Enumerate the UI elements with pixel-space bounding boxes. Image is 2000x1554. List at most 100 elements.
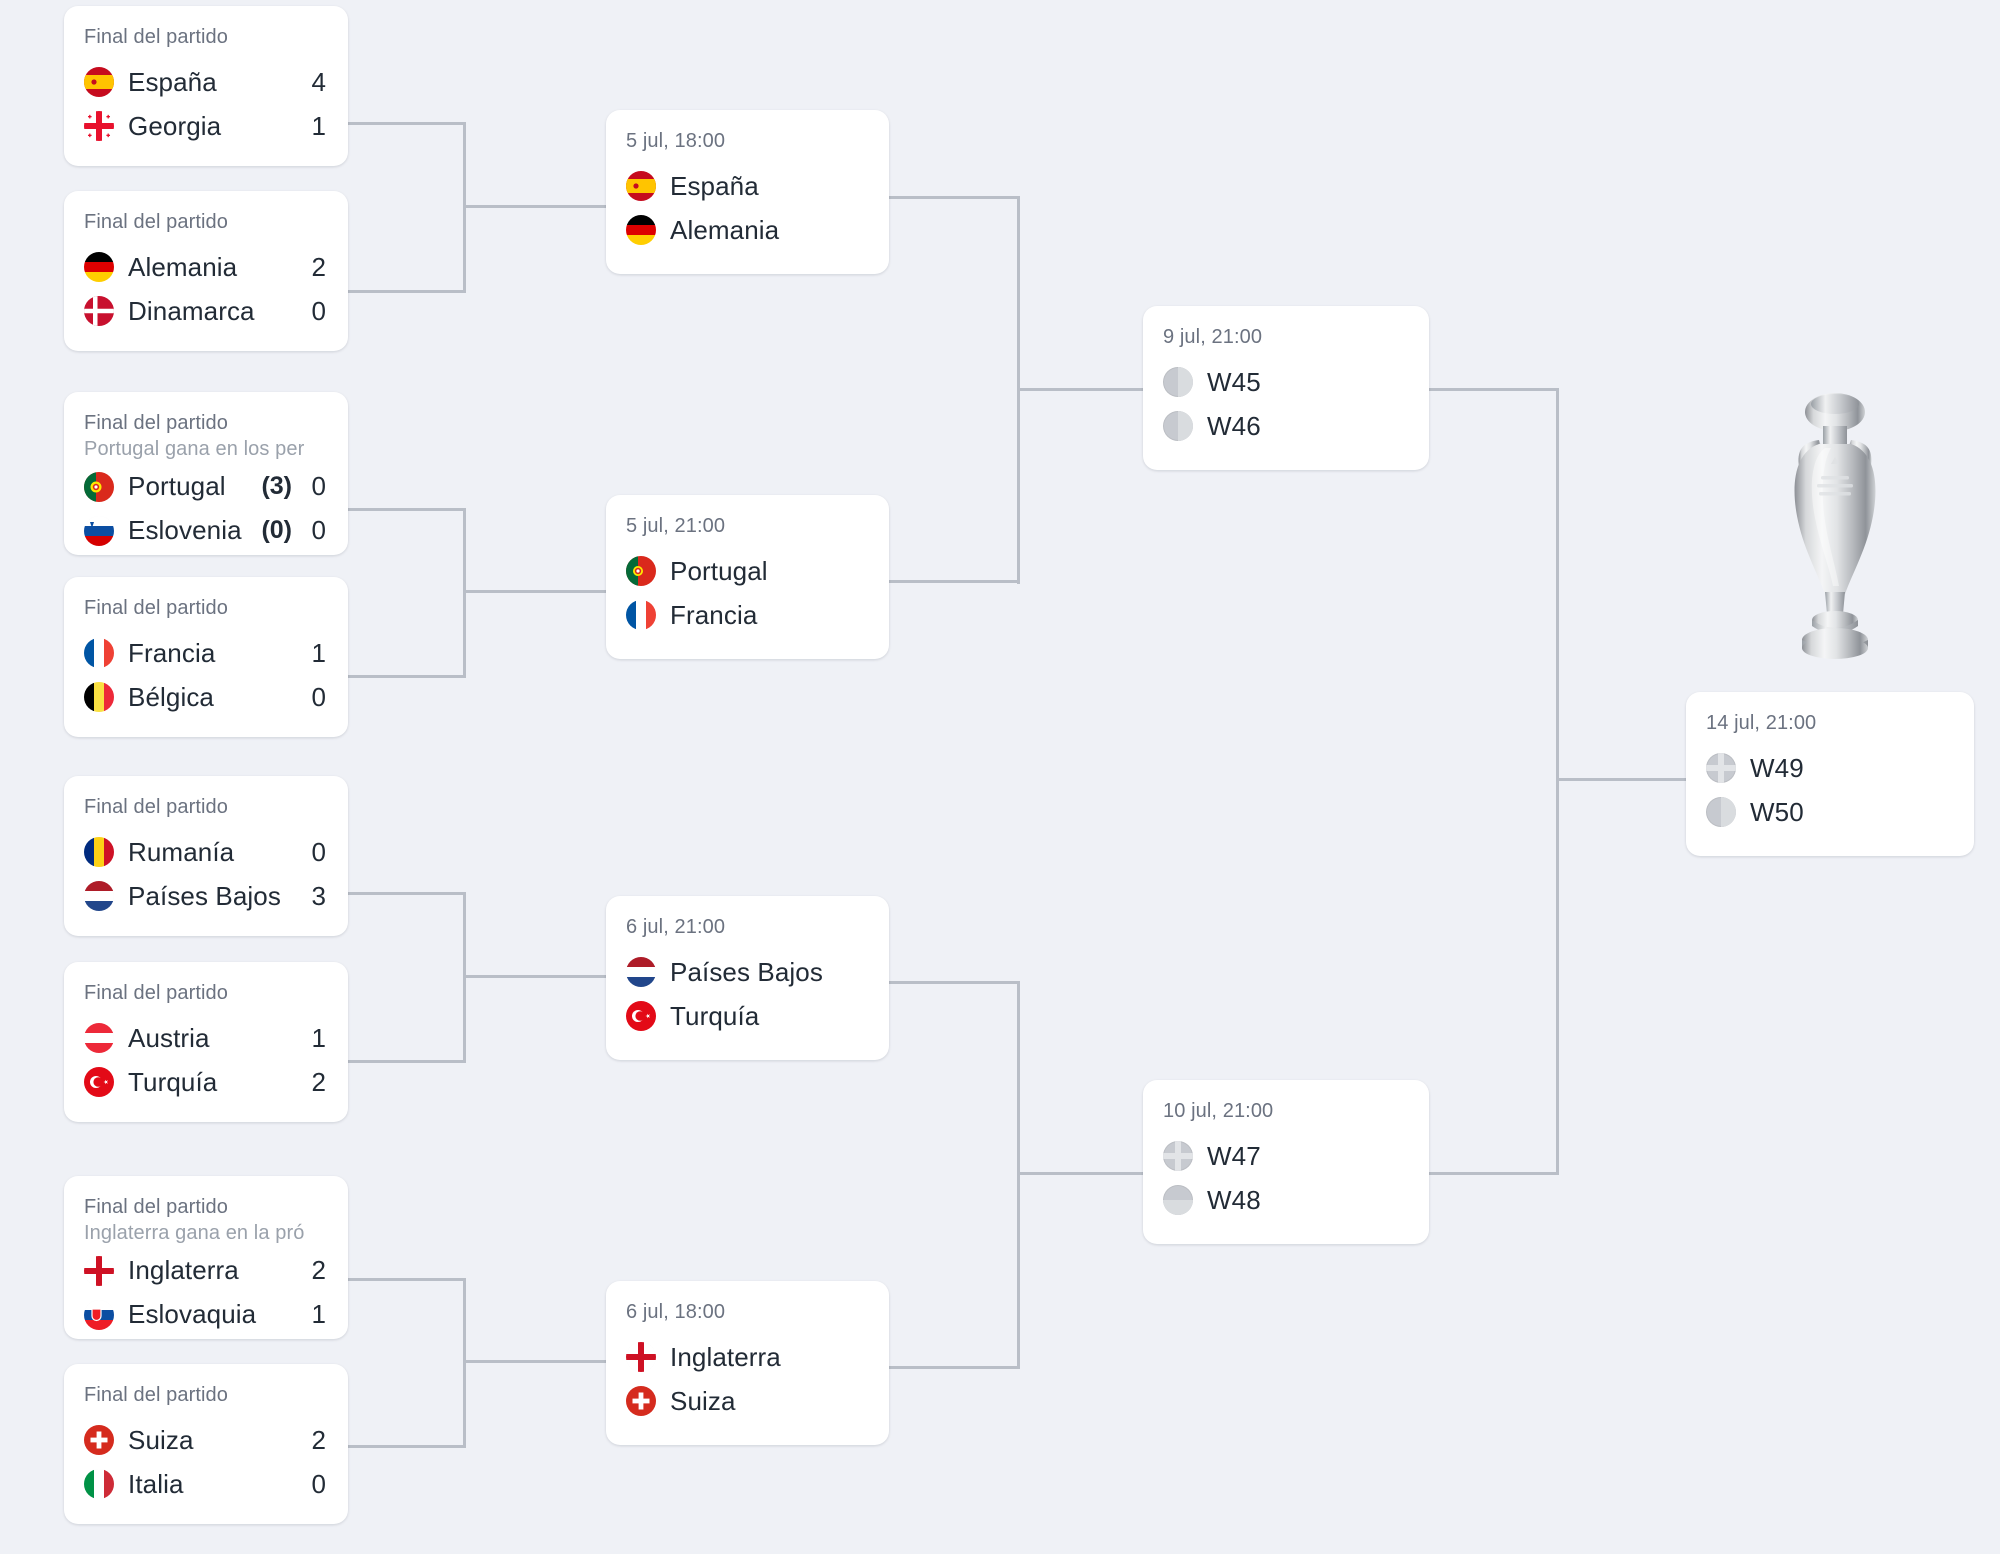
match-card-qf-48[interactable]: 6 jul, 18:00 Inglaterra Suiza — [606, 1281, 889, 1445]
team-name: Países Bajos — [670, 956, 823, 987]
match-teams: Inglaterra Suiza — [626, 1335, 867, 1423]
team-row: Países Bajos 3 — [84, 874, 326, 918]
team-row: Inglaterra — [626, 1335, 867, 1379]
connector-line — [887, 1366, 1020, 1369]
match-card-r16-5[interactable]: Final del partido Rumanía 0 Países Bajos… — [64, 776, 348, 936]
team-name: Países Bajos — [128, 880, 281, 911]
team-row: Alemania 2 — [84, 245, 326, 289]
match-card-r16-8[interactable]: Final del partido Suiza 2 Italia 0 — [64, 1364, 348, 1524]
match-teams: Francia 1 Bélgica 0 — [84, 631, 326, 719]
trophy-icon — [1775, 388, 1895, 668]
match-status: 9 jul, 21:00 — [1163, 326, 1263, 348]
match-card-r16-6[interactable]: Final del partido Austria 1 Turquía 2 — [64, 962, 348, 1122]
match-card-r16-3[interactable]: Final del partido Portugal gana en los p… — [64, 392, 348, 555]
connector-line — [463, 205, 606, 208]
team-score: 2 — [311, 1066, 326, 1097]
italy-flag-icon — [84, 1469, 114, 1500]
placeholder-team-icon — [1706, 753, 1736, 784]
match-card-r16-1[interactable]: Final del partido España 4 Georgia 1 — [64, 6, 348, 166]
team-name: Alemania — [670, 214, 780, 245]
team-row: Georgia 1 — [84, 104, 326, 148]
team-name: Eslovaquia — [128, 1299, 257, 1330]
team-score: 0 — [311, 681, 326, 712]
match-card-r16-4[interactable]: Final del partido Francia 1 Bélgica 0 — [64, 577, 348, 737]
team-score: 0 — [311, 295, 326, 326]
team-row: Suiza 2 — [84, 1418, 326, 1462]
france-flag-icon — [84, 638, 114, 669]
germany-flag-icon — [84, 252, 114, 283]
team-row: Italia 0 — [84, 1462, 326, 1506]
connector-line — [348, 508, 466, 511]
team-name: Eslovenia — [128, 515, 242, 546]
belgium-flag-icon — [84, 682, 114, 713]
match-card-final-51[interactable]: 14 jul, 21:00 W49 W50 — [1686, 692, 1974, 856]
team-row: Austria 1 — [84, 1016, 326, 1060]
team-row: W45 — [1163, 360, 1407, 404]
connector-line — [348, 892, 466, 895]
team-name: Austria — [128, 1022, 210, 1053]
team-score: 0 — [311, 1468, 326, 1499]
match-status: 10 jul, 21:00 — [1163, 1100, 1274, 1122]
team-score: 4 — [311, 66, 326, 97]
match-card-qf-47[interactable]: 6 jul, 21:00 Países Bajos Turquía — [606, 896, 889, 1060]
team-name: W49 — [1750, 752, 1804, 783]
team-name: Rumanía — [128, 836, 235, 867]
match-teams: España Alemania — [626, 164, 867, 252]
team-name: W48 — [1207, 1184, 1261, 1215]
match-teams: W49 W50 — [1706, 746, 1952, 834]
connector-line — [1017, 388, 1143, 391]
team-row: Turquía 2 — [84, 1060, 326, 1104]
placeholder-team-icon — [1706, 797, 1736, 828]
connector-line — [348, 290, 466, 293]
match-card-qf-46[interactable]: 5 jul, 21:00 Portugal Francia — [606, 495, 889, 659]
connector-line — [463, 1360, 606, 1363]
match-card-r16-7[interactable]: Final del partido Inglaterra gana en la … — [64, 1176, 348, 1339]
team-score: 0 — [311, 836, 326, 867]
connector-line — [463, 975, 606, 978]
match-card-sf-50[interactable]: 10 jul, 21:00 W47 W48 — [1143, 1080, 1429, 1244]
netherlands-flag-icon — [626, 957, 656, 988]
team-score: 2 — [311, 1424, 326, 1455]
placeholder-team-icon — [1163, 411, 1193, 442]
connector-line — [887, 196, 1020, 199]
match-card-r16-2[interactable]: Final del partido Alemania 2 Dinamarca 0 — [64, 191, 348, 351]
match-status: Final del partido — [84, 211, 229, 233]
team-row: Inglaterra 2 — [84, 1249, 326, 1293]
match-status: 14 jul, 21:00 — [1706, 712, 1817, 734]
match-card-sf-49[interactable]: 9 jul, 21:00 W45 W46 — [1143, 306, 1429, 470]
team-name: Inglaterra — [670, 1341, 781, 1372]
team-row: España — [626, 164, 867, 208]
denmark-flag-icon — [84, 296, 114, 327]
team-row: W48 — [1163, 1178, 1407, 1222]
team-name: Italia — [128, 1468, 184, 1499]
team-row: Países Bajos — [626, 950, 867, 994]
team-name: Georgia — [128, 110, 222, 141]
match-status: Final del partido — [84, 796, 229, 818]
team-score: 2 — [311, 251, 326, 282]
team-row: Eslovenia (0) 0 — [84, 509, 326, 553]
match-status: 5 jul, 21:00 — [626, 515, 726, 537]
team-row: W46 — [1163, 404, 1407, 448]
germany-flag-icon — [626, 215, 656, 246]
france-flag-icon — [626, 600, 656, 631]
match-status: Final del partido — [84, 1196, 229, 1218]
match-card-qf-45[interactable]: 5 jul, 18:00 España Alemania — [606, 110, 889, 274]
team-row: W49 — [1706, 746, 1952, 790]
connector-line — [887, 580, 1020, 583]
spain-flag-icon — [626, 171, 656, 202]
netherlands-flag-icon — [84, 881, 114, 912]
team-name: W46 — [1207, 410, 1261, 441]
switzerland-flag-icon — [626, 1386, 656, 1417]
slovenia-flag-icon — [84, 515, 114, 546]
turkey-flag-icon — [84, 1067, 114, 1098]
connector-line — [463, 508, 466, 678]
match-status: Final del partido — [84, 1384, 229, 1406]
match-teams: Inglaterra 2 Eslovaquia 1 — [84, 1249, 326, 1337]
team-row: Portugal — [626, 549, 867, 593]
match-status: 6 jul, 21:00 — [626, 916, 726, 938]
team-name: W45 — [1207, 366, 1261, 397]
connector-line — [1017, 981, 1020, 1369]
team-score: 3 — [311, 880, 326, 911]
team-score: 0 — [311, 515, 326, 546]
match-teams: W47 W48 — [1163, 1134, 1407, 1222]
